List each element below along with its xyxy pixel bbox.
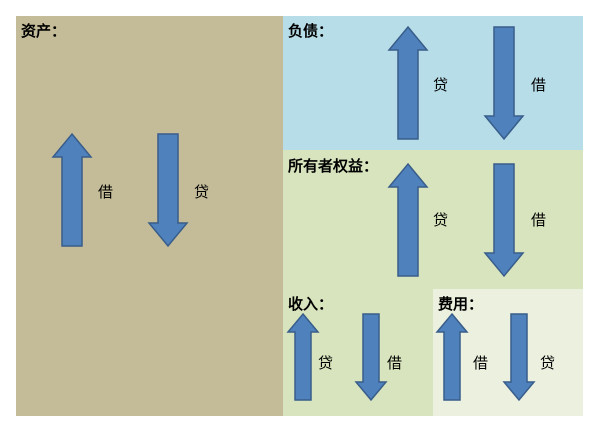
revenue-title: 收入： xyxy=(288,295,334,313)
equity-title: 所有者权益： xyxy=(288,157,379,175)
expenses-up-label: 借 xyxy=(473,354,489,372)
equity-down-label: 借 xyxy=(531,211,547,229)
assets-up-arrow xyxy=(51,132,93,247)
equity-up-arrow xyxy=(387,162,429,277)
equity-down-arrow xyxy=(483,163,525,278)
revenue-up-label: 贷 xyxy=(318,354,334,372)
liabilities-title: 负债： xyxy=(288,22,334,40)
assets-panel xyxy=(16,16,284,416)
assets-down-label: 贷 xyxy=(194,183,210,201)
liabilities-up-arrow xyxy=(387,25,429,140)
expenses-title: 费用： xyxy=(438,295,484,313)
liabilities-down-arrow xyxy=(483,26,525,141)
assets-down-arrow xyxy=(147,133,189,248)
liabilities-down-label: 借 xyxy=(531,76,547,94)
assets-up-label: 借 xyxy=(98,183,114,201)
revenue-down-arrow xyxy=(354,313,388,402)
revenue-down-label: 借 xyxy=(387,354,403,372)
expenses-down-label: 贷 xyxy=(540,354,556,372)
liabilities-panel xyxy=(283,16,583,150)
equity-panel xyxy=(283,150,583,289)
liabilities-up-label: 贷 xyxy=(433,76,449,94)
expenses-down-arrow xyxy=(502,313,536,402)
equity-up-label: 贷 xyxy=(433,211,449,229)
revenue-up-arrow xyxy=(286,312,320,401)
assets-title: 资产： xyxy=(21,22,67,40)
expenses-up-arrow xyxy=(435,312,469,401)
